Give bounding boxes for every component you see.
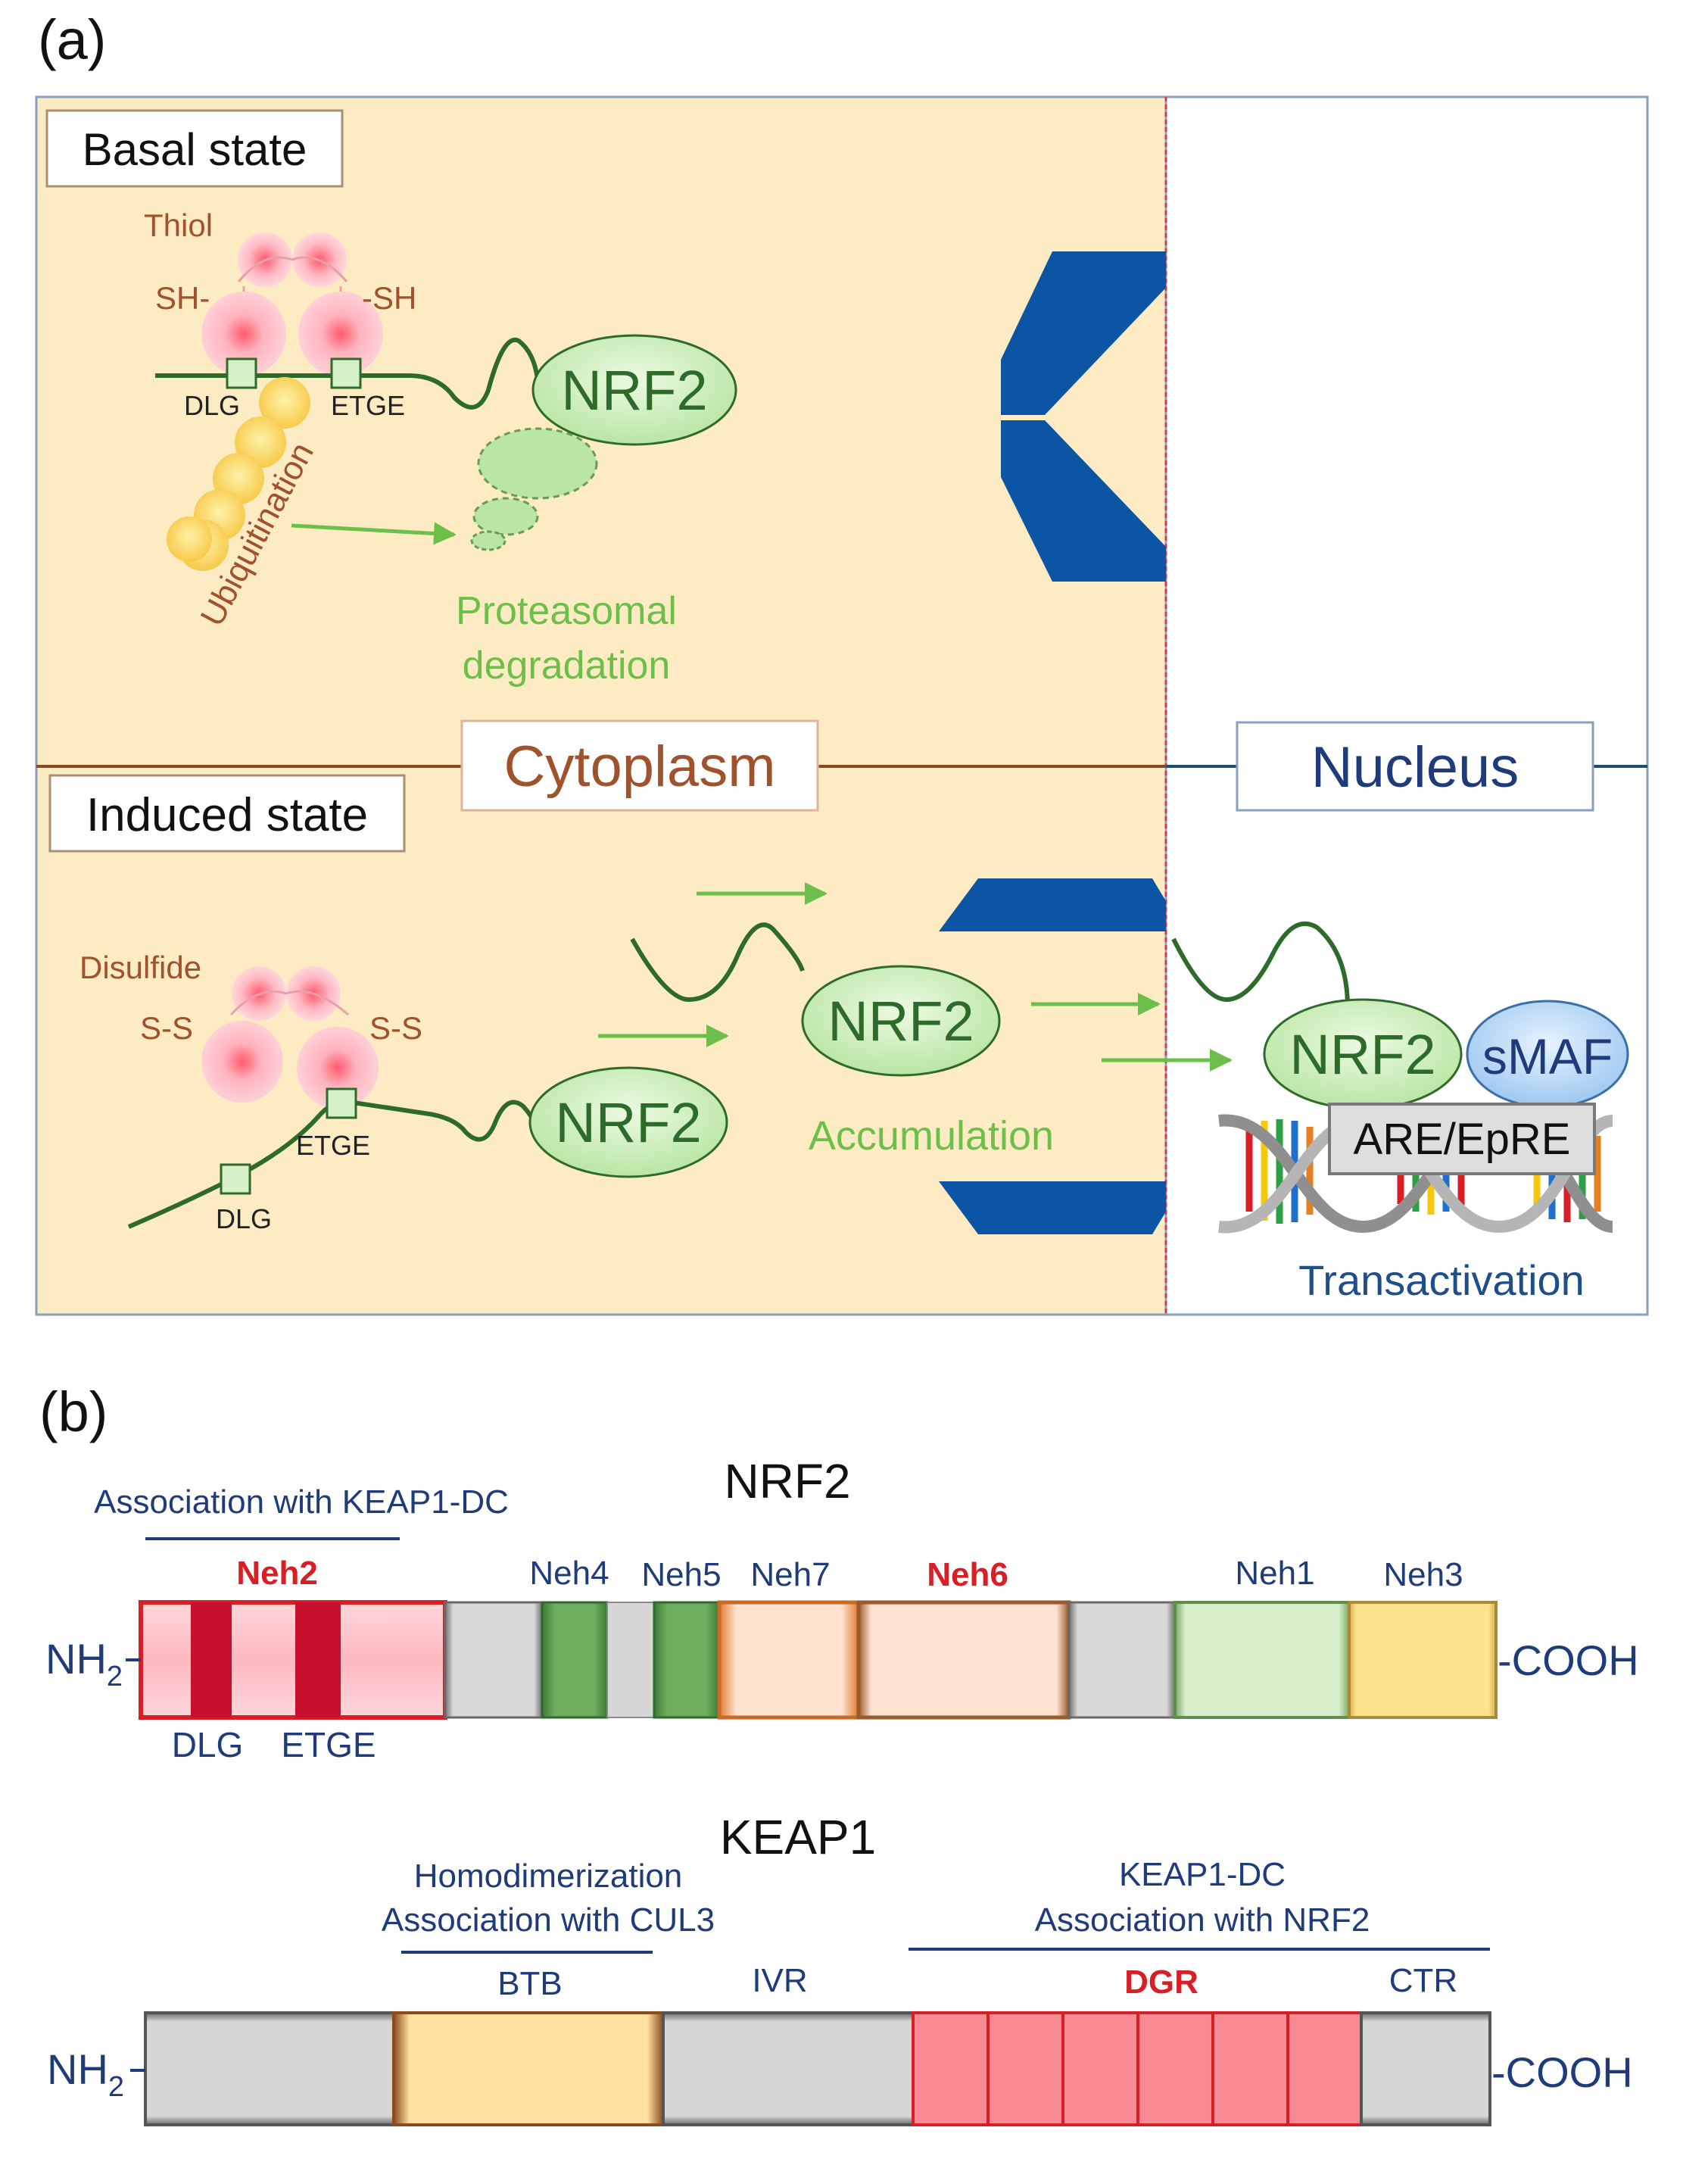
nrf2-nh2-terminus: NH2 [45, 1635, 123, 1692]
keap1-map-title: KEAP1 [720, 1810, 876, 1864]
btb-domain [392, 2011, 665, 2126]
dlg-sub-label: DLG [172, 1725, 244, 1764]
accumulation-label: Accumulation [809, 1113, 1054, 1159]
sh-right-label: -SH [362, 280, 416, 316]
are-label: ARE/EpRE [1354, 1115, 1571, 1164]
dlg-motif-basal [226, 357, 257, 389]
ctr-label: CTR [1389, 1962, 1457, 1999]
etge-label-basal: ETGE [331, 390, 405, 421]
ivr-domain [662, 2011, 915, 2126]
thiol-label: Thiol [144, 207, 213, 243]
induced-state-title: Induced state [86, 789, 368, 841]
basal-state-box [45, 109, 344, 188]
keap1-dimer-basal [201, 232, 383, 376]
transactivation-label: Transactivation [1298, 1256, 1585, 1304]
etge-sub-label: ETGE [281, 1725, 376, 1764]
degradation-label: degradation [463, 644, 671, 688]
neh4-domain [541, 1601, 609, 1719]
nuclear-pore-upper-basal [1001, 251, 1166, 415]
cytoplasm-label-box [460, 719, 819, 812]
ctr-domain [1360, 2011, 1491, 2126]
neh5-label: Neh5 [641, 1556, 721, 1593]
ntr-domain [144, 2011, 395, 2126]
btb-label: BTB [497, 1965, 563, 2002]
nucleus-label: Nucleus [1311, 735, 1519, 800]
disulfide-label: Disulfide [79, 950, 201, 985]
basal-state-title: Basal state [83, 124, 307, 175]
ivr-label: IVR [752, 1962, 807, 1999]
induced-state-box [48, 774, 406, 853]
nrf2-cooh-terminus: -COOH [1498, 1636, 1639, 1684]
nrf2-domain-labels: Neh2 Neh4 Neh5 Neh7 Neh6 Neh1 Neh3 [236, 1555, 1463, 1593]
sh-left-label: SH- [155, 280, 210, 316]
nrf2-oval-accumulating [801, 965, 1001, 1077]
neh4-label: Neh4 [529, 1555, 609, 1592]
spacer-2-domain [606, 1602, 655, 1718]
nrf2-label-nucleus: NRF2 [1289, 1023, 1435, 1086]
smaf-label: sMAF [1482, 1028, 1613, 1084]
keap1-nh2-terminus: NH2 [47, 2045, 124, 2103]
dlg-motif-induced [220, 1163, 251, 1195]
degraded-fragment-3 [470, 530, 506, 551]
spacer-1-domain [444, 1601, 544, 1719]
neh1-label: Neh1 [1235, 1555, 1314, 1592]
nuclear-pore-lower-induced [939, 1181, 1166, 1234]
ubiquitin-chain [167, 377, 310, 571]
nrf2-association-label: Association with NRF2 [1035, 1901, 1370, 1939]
dlg-label-basal: DLG [184, 390, 240, 421]
dgr-label: DGR [1124, 1964, 1198, 2001]
nucleus-label-box [1236, 721, 1594, 812]
keap1-domain-labels: BTB IVR DGR CTR [497, 1962, 1457, 2002]
kelch-repeats [986, 2013, 1289, 2125]
ss-left-label: S-S [140, 1010, 193, 1046]
nrf2-strand-nucleus [1171, 921, 1350, 1008]
keap1-dc-association-label: Association with KEAP1-DC [94, 1483, 509, 1521]
proteasomal-label: Proteasomal [456, 589, 677, 633]
spacer-3-domain [1068, 1601, 1177, 1719]
etge-label-induced: ETGE [296, 1130, 370, 1161]
etge-region [295, 1602, 341, 1717]
etge-motif-induced [326, 1087, 357, 1119]
homodimerization-label: Homodimerization [414, 1858, 683, 1895]
nrf2-oval-induced-free [528, 1066, 728, 1178]
keap1-dimer-induced [201, 966, 379, 1109]
dlg-label-induced: DLG [216, 1203, 272, 1234]
nrf2-label-basal: NRF2 [561, 359, 707, 422]
neh3-label: Neh3 [1383, 1556, 1463, 1593]
keap1-cooh-terminus: -COOH [1491, 2048, 1633, 2096]
cytoplasm-label: Cytoplasm [504, 735, 776, 799]
degraded-fragment-2 [472, 497, 539, 536]
keap1-dc-label: KEAP1-DC [1119, 1856, 1286, 1893]
neh7-label: Neh7 [750, 1556, 830, 1593]
neh1-domain [1173, 1601, 1351, 1719]
neh5-domain [653, 1601, 721, 1719]
neh2-domain [139, 1600, 447, 1720]
nrf2-label-accumulating: NRF2 [828, 990, 974, 1053]
nrf2-strand-accumulating [630, 922, 805, 1003]
degraded-fragment-1 [477, 427, 598, 500]
keap1-protein-bar [144, 2011, 1491, 2126]
neh6-label: Neh6 [927, 1556, 1008, 1593]
nuclear-pore-upper-induced [939, 878, 1166, 931]
neh3-domain [1348, 1601, 1498, 1719]
panel-a-label: (a) [38, 8, 106, 71]
nuclear-pore-lower-basal [1001, 420, 1166, 582]
etge-motif-basal [330, 357, 362, 389]
neh2-label: Neh2 [236, 1555, 318, 1592]
nrf2-protein-bar [139, 1600, 1498, 1720]
ss-right-label: S-S [369, 1010, 422, 1046]
degradation-arrow [291, 522, 457, 545]
cul3-association-label: Association with CUL3 [382, 1901, 715, 1939]
neh7-domain [717, 1600, 861, 1720]
neh6-domain [856, 1600, 1071, 1720]
panel-b-label: (b) [39, 1380, 108, 1443]
nrf2-label-induced-free: NRF2 [555, 1091, 701, 1154]
nrf2-map-title: NRF2 [724, 1454, 850, 1508]
are-box [1328, 1103, 1596, 1175]
nrf2-oval-basal [531, 334, 737, 446]
dlg-region [191, 1602, 232, 1717]
